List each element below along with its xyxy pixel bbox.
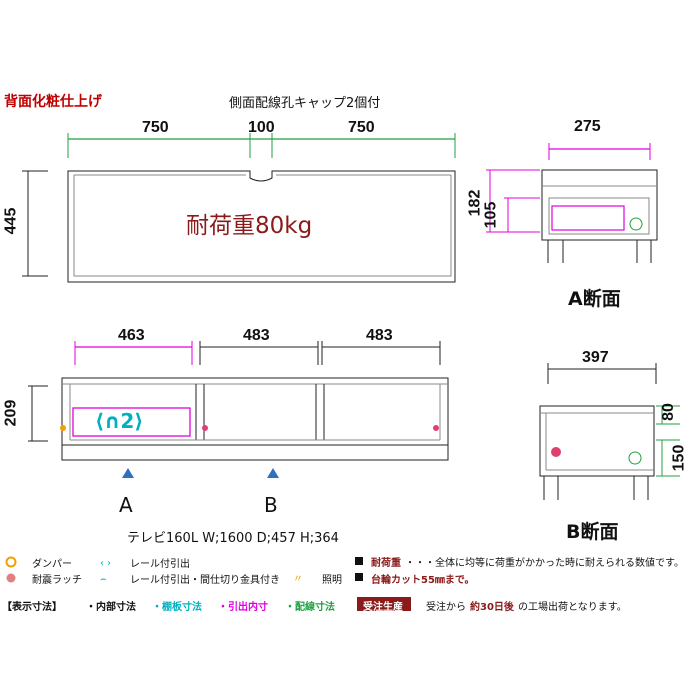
- legend-damper: ダンパー: [32, 559, 72, 570]
- back-finish-label: 背面化粧仕上げ: [4, 94, 102, 110]
- top-body-outline: [67, 170, 456, 283]
- section-a-width: 275: [574, 118, 601, 135]
- top-dim-right: 750: [348, 119, 375, 136]
- legend-icons: ‹ › ⌢ 〃: [5, 556, 411, 611]
- caster-note-square-icon: [355, 573, 363, 581]
- load-note-square-icon: [355, 557, 363, 565]
- front-dim-483-a: 483: [243, 327, 270, 344]
- product-spec: テレビ160L W;1600 D;457 H;364: [127, 531, 339, 546]
- legend-shelf-dim: ・棚板寸法: [152, 602, 202, 613]
- made-to-order-badge-bg: [357, 597, 411, 611]
- made-to-order-badge: 受注生産: [363, 602, 403, 613]
- front-dim-483-b: 483: [366, 327, 393, 344]
- legend-wiring-dim: ・配線寸法: [285, 602, 335, 613]
- load-capacity-label: 耐荷重80kg: [186, 213, 313, 239]
- lighting-icon: 〃: [293, 574, 303, 585]
- front-body-outline: [61, 377, 449, 461]
- quake-latch-icon: [6, 573, 16, 583]
- load-note-label: 耐荷重: [371, 558, 401, 569]
- section-a-drawing: [486, 143, 658, 263]
- top-dim-mid: 100: [248, 119, 275, 136]
- damper-icon: [5, 556, 17, 568]
- section-b-dim-80: 80: [659, 403, 677, 421]
- section-b-drawing: [539, 363, 680, 500]
- dims-heading: 【表示寸法】: [2, 602, 62, 613]
- cable-cap-label: 側面配線孔キャップ2個付: [229, 96, 381, 111]
- front-dim-463: 463: [118, 327, 145, 344]
- marker-b-label: B: [264, 493, 278, 517]
- top-dim-left: 750: [142, 119, 169, 136]
- section-b-width: 397: [582, 349, 609, 366]
- marker-a-label: A: [119, 493, 133, 517]
- legend-rail: レール付引出: [130, 559, 190, 570]
- rail-fold-icon: ⌢: [100, 574, 107, 585]
- front-height-dim: 209: [2, 399, 20, 427]
- ship-text-bold: 約30日後: [470, 602, 514, 613]
- legend-drawer-dim: ・引出内寸: [218, 602, 268, 613]
- section-b-dim-150: 150: [670, 444, 688, 472]
- ship-text-2: の工場出荷となります。: [518, 602, 627, 613]
- load-note-text: ・・・全体に均等に荷重がかかった時に耐えられる数値です。: [405, 558, 684, 569]
- section-a-dim-105: 105: [482, 201, 500, 229]
- ship-text-1: 受注から: [426, 602, 466, 613]
- legend-quake-latch: 耐震ラッチ: [32, 575, 82, 586]
- section-b-label: B断面: [566, 521, 619, 543]
- drawer-cutout-icon: ⟨∩2⟩: [95, 409, 144, 433]
- legend-rail-fold: レール付引出・間仕切り金具付き: [130, 575, 280, 586]
- front-view: [28, 341, 449, 478]
- top-view: [22, 133, 456, 283]
- marker-a-arrow: [122, 468, 134, 478]
- legend-inner-dim: ・内部寸法: [86, 602, 136, 613]
- top-height-dim: 445: [2, 207, 20, 235]
- legend-lighting: 照明: [322, 575, 342, 586]
- marker-b-arrow: [267, 468, 279, 478]
- caster-note: 台輪カット55㎜まで。: [371, 575, 475, 586]
- rail-icon: ‹ ›: [100, 558, 111, 569]
- section-a-label: A断面: [568, 288, 621, 310]
